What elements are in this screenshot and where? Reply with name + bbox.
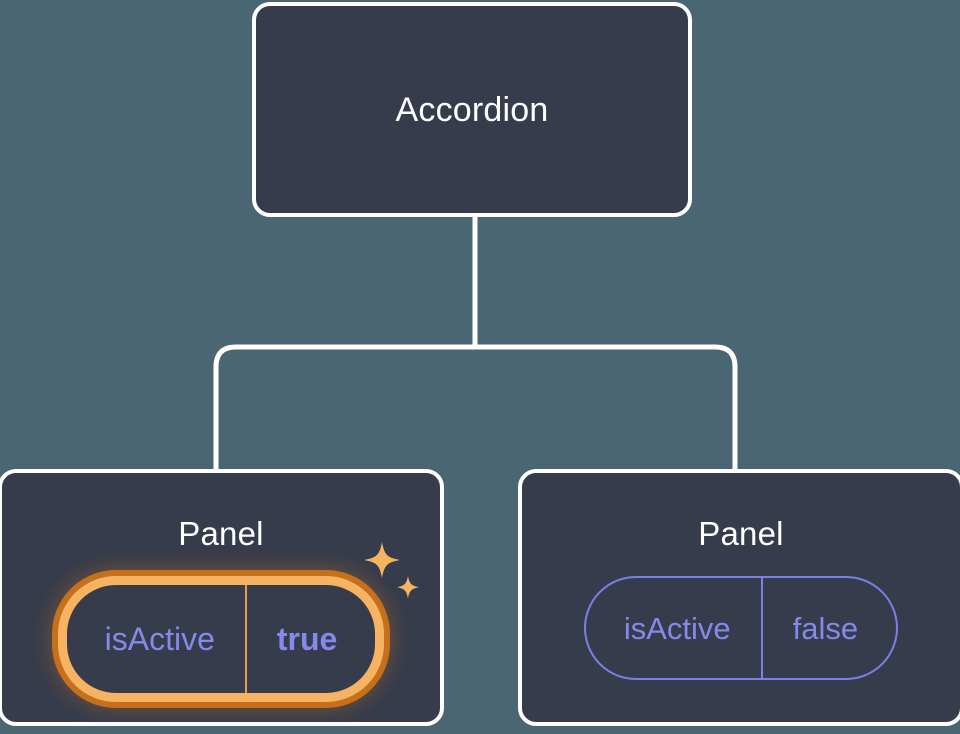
node-panel-right-label: Panel [698, 515, 784, 552]
sparkle-small-icon [397, 576, 419, 599]
prop-pill-wrapper-right: isActive false [522, 576, 960, 680]
sparkle-large-icon [364, 542, 400, 578]
prop-key-right: isActive [623, 610, 731, 646]
node-panel-left[interactable]: Panel isActive true [0, 469, 444, 726]
prop-pill-isactive-true[interactable]: isActive true [57, 576, 385, 702]
node-accordion-label: Accordion [395, 90, 549, 129]
node-accordion[interactable]: Accordion [252, 2, 692, 217]
prop-value-left: true [244, 585, 375, 693]
node-panel-right[interactable]: Panel isActive false [518, 469, 960, 726]
node-panel-left-label: Panel [178, 515, 264, 552]
prop-key-left: isActive [104, 621, 215, 657]
prop-pill-wrapper-left: isActive true [2, 542, 440, 702]
prop-value-right: false [760, 578, 896, 678]
connector-bracket [213, 344, 738, 470]
prop-pill-isactive-false[interactable]: isActive false [583, 576, 899, 680]
